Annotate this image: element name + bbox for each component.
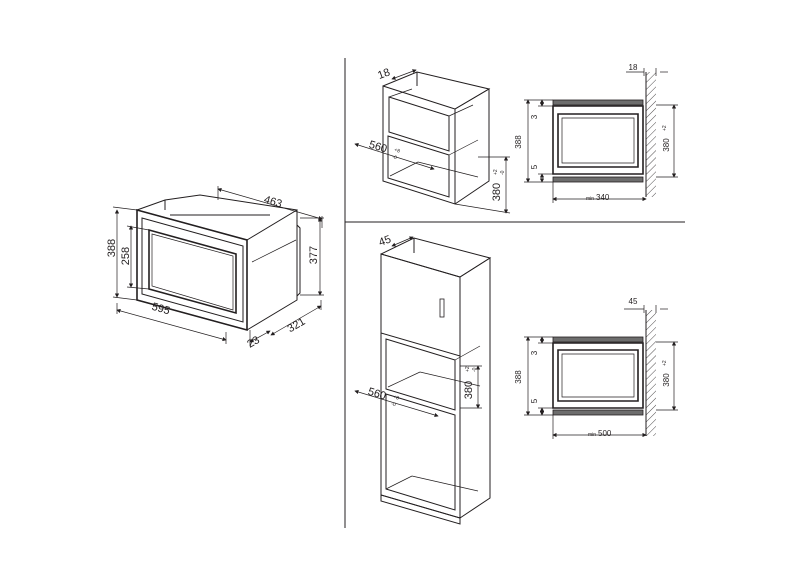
dim-380-section-bottom-tol: +2 <box>662 360 668 366</box>
dim-388: 388 <box>106 239 118 257</box>
dim-45-column: 45 <box>377 233 393 248</box>
dim-560-tol-bot: -0 <box>391 154 397 161</box>
dim-560-top: 560 <box>367 139 388 156</box>
dim-321: 321 <box>286 316 308 336</box>
dim-340: 340 <box>596 193 610 202</box>
dim-258: 258 <box>120 247 132 265</box>
dim-560-column: 560 <box>366 386 387 403</box>
dim-380-tol-top: +2 <box>493 169 499 175</box>
dim-380-top: 380 <box>491 183 503 201</box>
dim-463: 463 <box>262 194 283 211</box>
dim-560-column-tol-top: +8 <box>392 394 399 401</box>
dim-23: 23 <box>245 334 262 351</box>
section-top <box>552 72 656 197</box>
dim-3-top: 3 <box>530 114 539 119</box>
dim-380-tol-bot: -0 <box>500 170 506 175</box>
dim-380-section-top-tol: +2 <box>662 125 668 131</box>
dim-560-tol-top: +8 <box>393 147 400 154</box>
dim-380-column: 380 <box>463 381 475 399</box>
dim-500: 500 <box>598 429 612 438</box>
dim-min-prefix-bottom: min <box>588 432 596 438</box>
dim-595: 595 <box>150 301 171 318</box>
dim-380-column-tol-bot: -0 <box>472 367 478 372</box>
dim-377: 377 <box>308 246 320 264</box>
dim-560-column-tol-bot: -0 <box>390 401 396 408</box>
dim-380-section-bottom: 380 <box>662 373 671 387</box>
dim-380-section-top: 380 <box>662 138 671 152</box>
dim-388-section-bottom: 388 <box>514 370 523 384</box>
cabinet-top-perspective <box>382 71 491 205</box>
dim-18-section: 18 <box>629 63 638 72</box>
dim-5-top: 5 <box>530 164 539 169</box>
dim-388-section-top: 388 <box>514 135 523 149</box>
dim-5-bottom: 5 <box>530 398 539 403</box>
section-bottom <box>552 310 656 436</box>
dim-min-prefix-top: min <box>586 196 594 202</box>
dim-45-section: 45 <box>629 297 638 306</box>
dim-3-bottom: 3 <box>530 350 539 355</box>
dim-18-cabinet: 18 <box>376 66 392 81</box>
dim-380-column-tol-top: +2 <box>465 366 471 372</box>
